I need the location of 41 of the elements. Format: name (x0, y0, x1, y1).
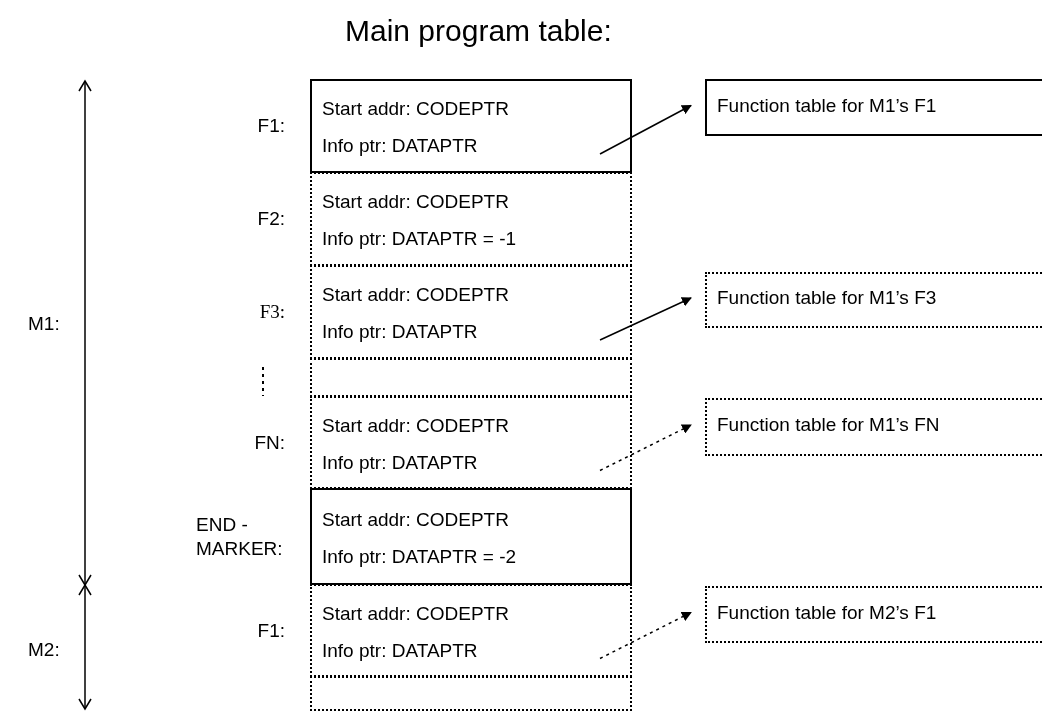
table-entry-box (310, 79, 632, 173)
info-pointer-text: Info ptr: DATAPTR (322, 451, 478, 474)
entry-label: FN: (253, 430, 285, 455)
function-table-box (705, 586, 1042, 643)
info-pointer-text: Info ptr: DATAPTR = -1 (322, 228, 517, 250)
table-entry-box (310, 584, 632, 677)
entry-label: F2: (256, 207, 285, 231)
start-address-text: Start addr: CODEPTR (322, 284, 509, 306)
info-pointer-text: Info ptr: DATAPTR (322, 135, 478, 157)
range-label: M2: (28, 638, 60, 662)
box-title: Function table for M1’s FN (717, 414, 940, 436)
info-pointer-text: Info ptr: DATAPTR = -2 (322, 545, 517, 568)
start-address-text: Start addr: CODEPTR (322, 508, 509, 531)
arrow (599, 104, 692, 155)
entry-label: F3: (258, 300, 285, 324)
table-entry-box (310, 265, 632, 359)
function-table-box (705, 398, 1042, 456)
arrow (599, 424, 692, 472)
start-address-text: Start addr: CODEPTR (322, 414, 509, 437)
diagram-title: Main program table: (345, 14, 612, 48)
empty-entry-box (310, 358, 632, 397)
range-label: M1: (28, 312, 60, 336)
function-table-box (705, 272, 1042, 328)
table-entry-box (310, 172, 632, 266)
function-table-box (705, 79, 1042, 136)
empty-entry-box (310, 676, 632, 711)
entry-label: F1: (256, 618, 285, 643)
info-pointer-text: Info ptr: DATAPTR (322, 321, 478, 343)
info-pointer-text: Info ptr: DATAPTR (322, 639, 478, 662)
entry-label: F1: (256, 114, 285, 138)
arrow (599, 611, 692, 660)
start-address-text: Start addr: CODEPTR (322, 191, 509, 213)
entry-label: END - MARKER: (196, 512, 284, 561)
box-title: Function table for M1’s F1 (717, 94, 937, 117)
start-address-text: Start addr: CODEPTR (322, 98, 509, 120)
arrow (599, 297, 692, 341)
box-title: Function table for M1’s F3 (717, 287, 937, 309)
table-entry-box (310, 396, 632, 489)
start-address-text: Start addr: CODEPTR (322, 602, 509, 625)
box-title: Function table for M2’s F1 (717, 601, 937, 624)
table-entry-box (310, 488, 632, 585)
